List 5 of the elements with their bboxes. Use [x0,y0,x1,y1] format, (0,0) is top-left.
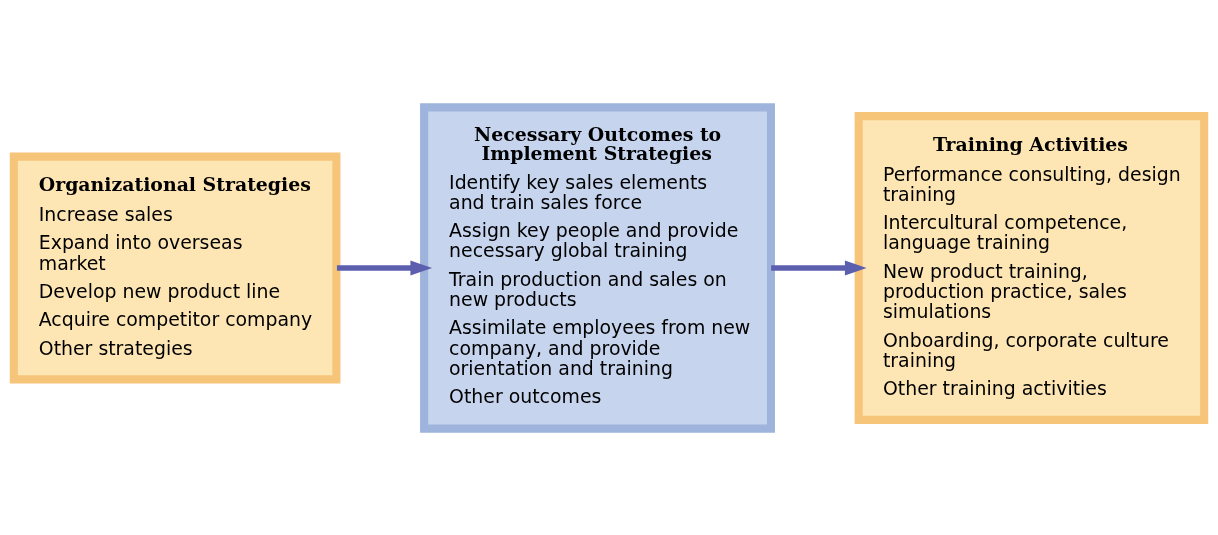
node-box: Organizational Strategies Increase sales Expand into overseas market Develop new product line Acquire competitor company Other strategies [9,152,341,383]
node-box: Training Activities Performance consulting, design training Intercultural competence, language training New product training, production practice, sales simulations Onboarding, corporate culture training Other training activities [854,111,1209,424]
arrow [336,259,433,276]
arrow [771,259,867,276]
node-box: Necessary Outcomes to Implement Strategies Identify key sales elements and train sales force Assign key people and provide necessary global training Train production and sales on new products Assimilate employees from new company, and provide orientation and training Other outcomes [420,102,775,433]
